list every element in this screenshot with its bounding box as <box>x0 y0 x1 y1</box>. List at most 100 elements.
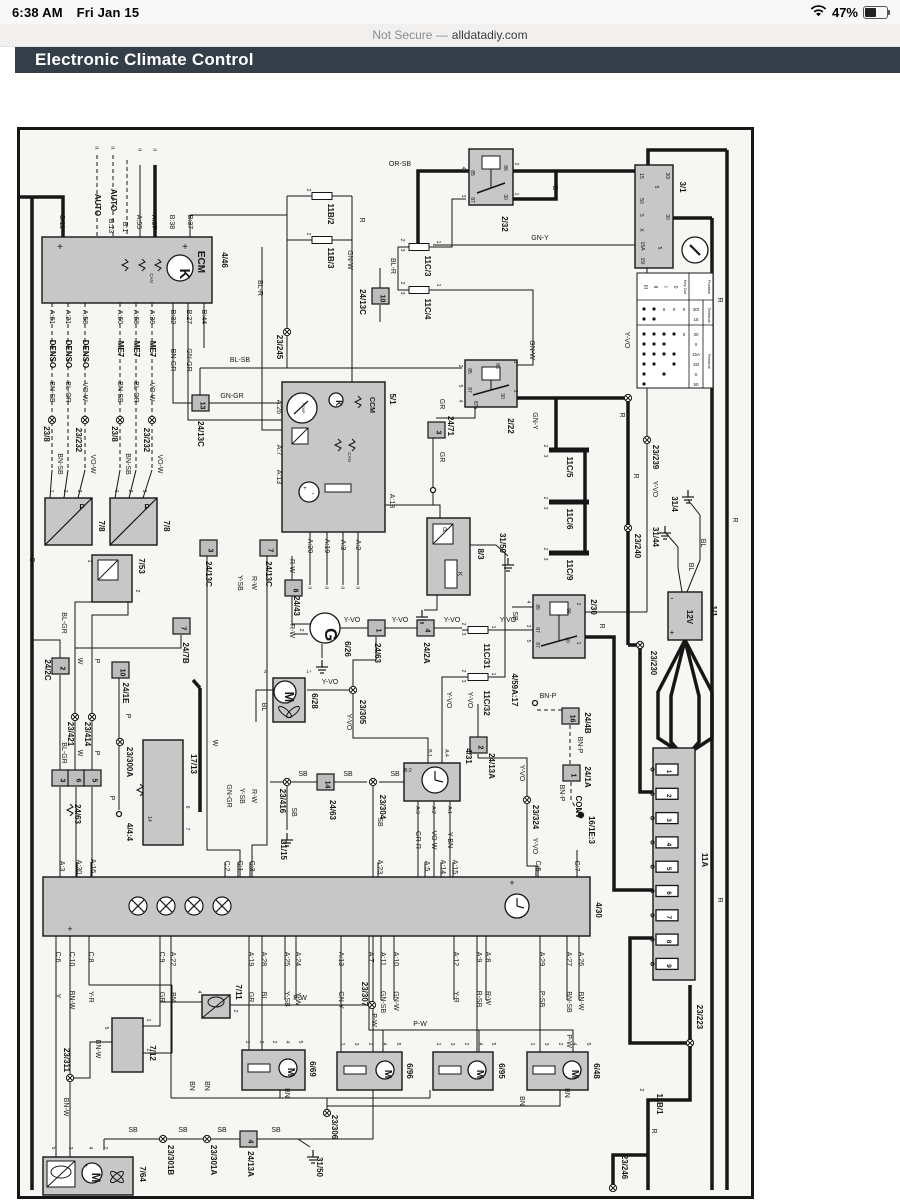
svg-text:M: M <box>89 1173 101 1183</box>
svg-text:W: W <box>76 658 83 665</box>
ground-symbol <box>307 1150 319 1164</box>
svg-text:C:10: C:10 <box>68 952 75 967</box>
svg-text:5: 5 <box>297 1041 303 1044</box>
svg-text:ECM: ECM <box>195 251 206 273</box>
connector-8: 8 <box>284 579 303 597</box>
ground-symbol <box>682 490 694 504</box>
svg-text:3: 3 <box>512 390 518 393</box>
M-icon: M <box>562 1060 582 1080</box>
svg-text:1: 1 <box>435 1043 441 1046</box>
svg-text:GR-R: GR-R <box>414 831 421 849</box>
svg-text:W: W <box>211 740 218 747</box>
svg-text:BN-SB: BN-SB <box>124 453 131 475</box>
svg-text:A:4: A:4 <box>443 749 449 757</box>
svg-text:BN-GR: BN-GR <box>169 349 176 372</box>
svg-text:4: 4 <box>247 1140 254 1144</box>
svg-text:A:60: A:60 <box>116 310 123 325</box>
svg-text:6/96: 6/96 <box>405 1063 414 1079</box>
svg-text:3: 3 <box>543 1043 549 1046</box>
svg-text:5: 5 <box>665 867 672 871</box>
svg-text:1+: 1+ <box>306 669 312 674</box>
svg-text:2: 2 <box>638 1089 644 1092</box>
svg-text:X: X <box>694 342 697 347</box>
svg-text:Y-VO: Y-VO <box>444 617 461 624</box>
svg-text:4: 4 <box>460 167 466 170</box>
svg-text:30: 30 <box>499 393 505 399</box>
page-title: Electronic Climate Control <box>35 50 254 69</box>
svg-text:B:27: B:27 <box>185 310 192 325</box>
svg-text:R-W: R-W <box>288 559 295 573</box>
svg-text:3: 3 <box>525 625 531 628</box>
splice <box>202 1134 212 1144</box>
browser-address-bar[interactable]: Not Secure — alldatadiy.com <box>0 24 900 47</box>
svg-text:SB: SB <box>217 1127 227 1134</box>
svg-text:15A: 15A <box>639 242 645 252</box>
svg-text:24/13A: 24/13A <box>487 753 496 779</box>
svg-text:1: 1 <box>375 629 382 633</box>
svg-text:x: x <box>663 307 666 313</box>
svg-text:M: M <box>282 692 296 703</box>
svg-text:SB: SB <box>343 771 353 778</box>
svg-text:4/46: 4/46 <box>220 252 229 268</box>
svg-text:BL-OR: BL-OR <box>64 381 71 402</box>
svg-text:BN: BN <box>203 1081 210 1091</box>
svg-text:23/311: 23/311 <box>62 1048 71 1073</box>
svg-text:B: B <box>28 558 35 563</box>
svg-text:GN-Y: GN-Y <box>531 412 538 430</box>
svg-text:24/63: 24/63 <box>328 800 337 821</box>
svg-text:BL: BL <box>687 563 694 572</box>
splice <box>47 415 57 425</box>
svg-text:VO-W: VO-W <box>156 454 163 473</box>
svg-text:3: 3 <box>59 779 66 783</box>
svg-text:7: 7 <box>267 549 274 553</box>
svg-text:4: 4 <box>571 1043 577 1046</box>
svg-text:A:7: A:7 <box>275 445 282 456</box>
svg-text:DENSO: DENSO <box>64 340 73 368</box>
svg-text:7/64: 7/64 <box>138 1166 147 1182</box>
svg-text:G: G <box>321 628 341 641</box>
svg-text:7/8: 7/8 <box>162 520 171 532</box>
svg-text:C:5: C:5 <box>534 861 541 872</box>
svg-text:BN: BN <box>169 992 176 1002</box>
svg-text:≈: ≈ <box>341 585 345 592</box>
svg-text:B:32: B:32 <box>169 310 176 325</box>
svg-text:VO-W: VO-W <box>148 382 155 401</box>
svg-text:R: R <box>650 1128 657 1133</box>
svg-text:≈: ≈ <box>153 147 157 154</box>
svg-text:GN-W: GN-W <box>392 991 399 1011</box>
dot-icon <box>577 811 585 819</box>
svg-text:A:8: A:8 <box>484 952 491 963</box>
svg-text:BL-OR: BL-OR <box>132 381 139 402</box>
svg-text:ME7: ME7 <box>116 341 125 358</box>
svg-text:24/2A: 24/2A <box>422 642 431 664</box>
svg-text:BL-GR: BL-GR <box>60 612 67 633</box>
svg-text:R-W: R-W <box>484 991 491 1005</box>
svg-text:C:1: C:1 <box>236 861 243 872</box>
svg-text:A:21: A:21 <box>64 310 71 325</box>
svg-text:2: 2 <box>542 497 548 500</box>
svg-text:A:5: A:5 <box>423 861 430 872</box>
svg-text:4/30: 4/30 <box>594 902 603 918</box>
svg-text:1: 1 <box>113 490 119 493</box>
svg-text:P-W: P-W <box>413 1021 427 1028</box>
svg-text:Y-VO: Y-VO <box>651 481 658 498</box>
svg-text:87a: 87a <box>472 401 478 410</box>
svg-text:1: 1 <box>513 193 519 196</box>
svg-text:BL-GR: BL-GR <box>60 742 67 763</box>
svg-text:2: 2 <box>305 189 311 192</box>
svg-text:A:28: A:28 <box>260 952 267 967</box>
svg-text:2: 2 <box>460 670 466 673</box>
svg-text:2/22: 2/22 <box>506 418 515 434</box>
svg-text:23/8: 23/8 <box>42 426 51 442</box>
svg-text:24/13C: 24/13C <box>264 561 273 587</box>
svg-text:5: 5 <box>50 1147 56 1150</box>
sensor-7-12 <box>111 1017 144 1073</box>
ios-status-bar: 6:38 AM Fri Jan 15 47% <box>0 0 900 24</box>
svg-text:15I: 15I <box>639 258 645 265</box>
svg-text:≈: ≈ <box>138 147 142 154</box>
svg-text:S: S <box>638 213 644 217</box>
svg-text:B:11: B:11 <box>58 215 65 229</box>
svg-text:A:22: A:22 <box>169 952 176 967</box>
svg-text:10: 10 <box>119 669 126 677</box>
connector-10: 10 <box>371 287 390 305</box>
